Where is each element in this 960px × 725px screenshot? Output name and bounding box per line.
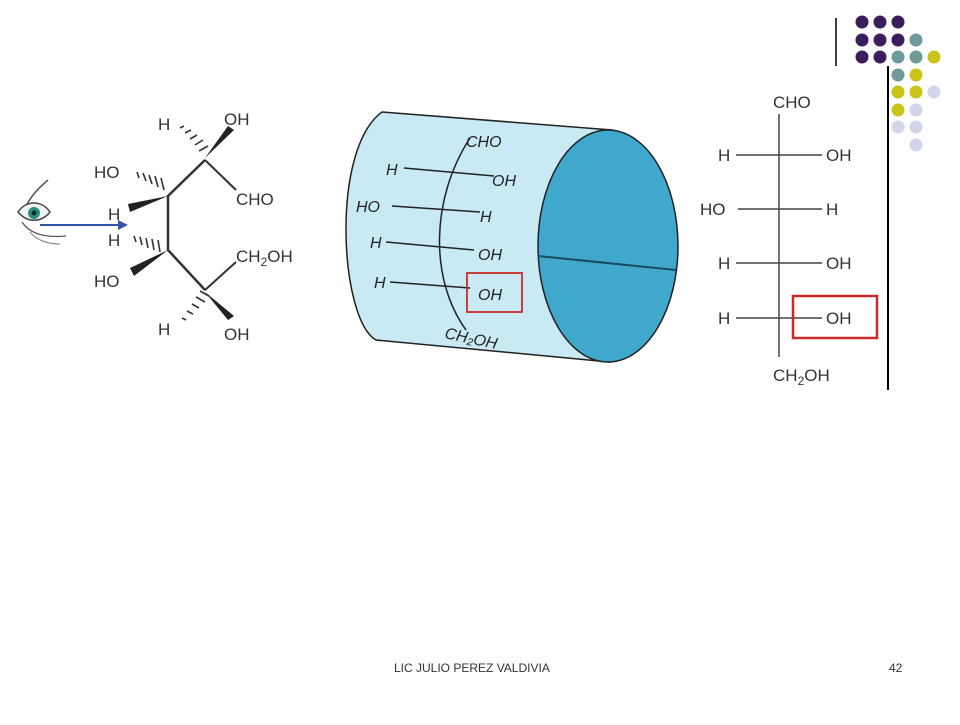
cylinder-face: [537, 129, 679, 363]
cylinder-cho: CHO: [466, 134, 502, 151]
wedge-cho: CHO: [236, 190, 274, 209]
decor-dot: [909, 85, 923, 99]
decor-dot: [873, 50, 887, 64]
decor-dot: [927, 50, 941, 64]
cylinder-row2-right: H: [480, 209, 492, 226]
decor-dot: [891, 103, 905, 117]
decor-dot: [855, 50, 869, 64]
fischer-ch2oh: CH2OH: [773, 366, 830, 388]
fischer-row4-right: OH: [826, 309, 852, 328]
decor-dot: [855, 15, 869, 29]
fischer-highlight-box: [791, 294, 879, 340]
cylinder-row4-left: H: [374, 275, 386, 292]
fischer-row1-left: H: [718, 146, 730, 165]
decor-dot: [891, 33, 905, 47]
fischer-row2-right: H: [826, 200, 838, 219]
fischer-row4-left: H: [718, 309, 730, 328]
decor-dot: [927, 85, 941, 99]
view-arrow-head: [118, 220, 128, 230]
cylinder-face-line: [537, 255, 677, 271]
wedge-top-h: H: [158, 115, 170, 134]
decor-dot: [891, 120, 905, 134]
decor-dot: [909, 68, 923, 82]
wedge-structure: H OH HO CHO H H HO CH2OH H OH: [94, 110, 293, 344]
decor-dot: [873, 15, 887, 29]
footer-page-number: 42: [889, 661, 903, 675]
cylinder-row3-left: H: [370, 235, 382, 252]
cylinder-row3-right: OH: [478, 247, 502, 264]
fischer-cho: CHO: [773, 93, 811, 112]
fischer-row1-right: OH: [826, 146, 852, 165]
decor-dot: [891, 15, 905, 29]
cylinder-row1-left: H: [386, 162, 398, 179]
cylinder: CHO H OH HO H H OH H OH CH₂OH: [345, 111, 679, 363]
cylinder-highlight-box: [466, 272, 523, 313]
wedge-ch2oh: CH2OH: [236, 247, 293, 269]
decor-dot: [855, 33, 869, 47]
wedge-left-ho-2: HO: [94, 272, 120, 291]
decor-dot: [873, 33, 887, 47]
eye-icon: [17, 179, 67, 245]
wedge-bottom-h: H: [158, 320, 170, 339]
decor-dot: [909, 50, 923, 64]
wedge-mid-h-2: H: [108, 231, 120, 250]
wedge-top-oh: OH: [224, 110, 250, 129]
decor-dot: [909, 103, 923, 117]
decor-dot: [909, 138, 923, 152]
footer-author: LIC JULIO PEREZ VALDIVIA: [394, 661, 550, 675]
fischer-row3-left: H: [718, 254, 730, 273]
decor-dot: [891, 68, 905, 82]
decor-dot: [909, 120, 923, 134]
decor-dot: [891, 85, 905, 99]
fischer-row3-right: OH: [826, 254, 852, 273]
cylinder-row2-left: HO: [356, 199, 380, 216]
fischer-row2-left: HO: [700, 200, 726, 219]
decor-dot-grid: [855, 15, 941, 152]
wedge-left-ho-1: HO: [94, 163, 120, 182]
decor-dot: [909, 33, 923, 47]
wedge-mid-h-1: H: [108, 205, 120, 224]
fischer-projection: CHO H OH HO H H OH H OH CH2OH: [700, 93, 879, 388]
cylinder-row4-right: OH: [478, 287, 502, 304]
decor-dot: [891, 50, 905, 64]
cylinder-row1-right: OH: [492, 173, 516, 190]
wedge-bottom-oh: OH: [224, 325, 250, 344]
